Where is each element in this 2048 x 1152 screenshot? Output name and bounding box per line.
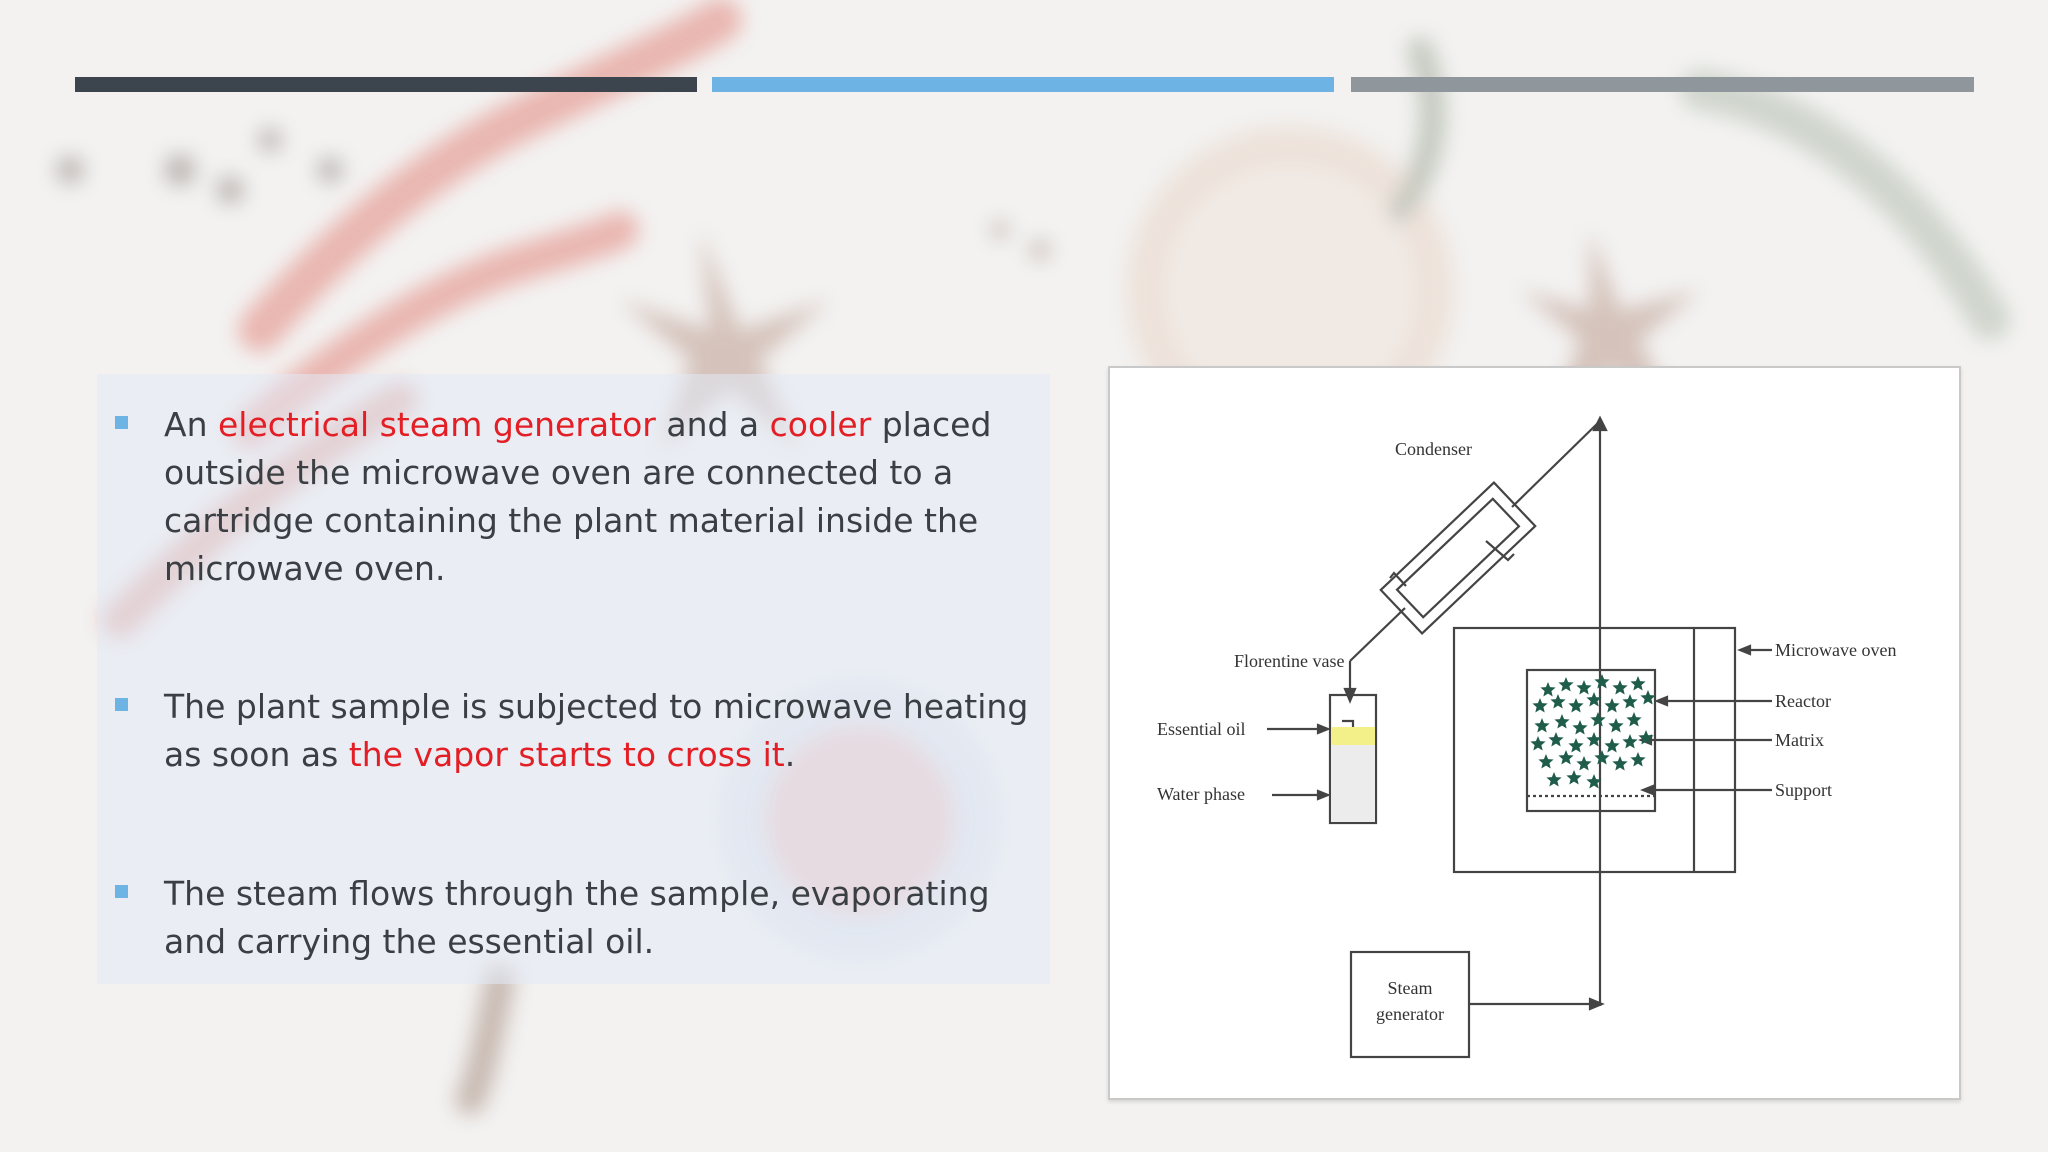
matrix-star-icon <box>1572 720 1588 735</box>
matrix-star-icon <box>1586 732 1602 747</box>
condenser-inlet <box>1389 571 1407 587</box>
label-condenser: Condenser <box>1395 439 1472 459</box>
matrix-star-icon <box>1622 734 1638 749</box>
highlighted-text: the vapor starts to cross it <box>348 735 785 774</box>
matrix-star-icon <box>1548 732 1564 747</box>
label-steam-generator-line1: Steam <box>1388 978 1433 998</box>
matrix-star-icon <box>1538 754 1554 769</box>
florentine-vase <box>1328 693 1378 825</box>
matrix-star-icon <box>1604 698 1620 713</box>
matrix-star-icon <box>1622 694 1638 709</box>
essential-oil-layer <box>1331 727 1375 745</box>
text-segment: . <box>784 735 796 774</box>
text-segment: and a <box>655 405 770 444</box>
label-matrix: Matrix <box>1775 730 1824 750</box>
matrix-star-icon <box>1594 750 1610 765</box>
matrix-star-icon <box>1546 772 1562 787</box>
matrix-star-icon <box>1612 680 1628 695</box>
text-segment: An <box>164 405 218 444</box>
bullet-square-icon <box>115 885 128 898</box>
text-segment: The plant sample is subjected to microwa… <box>164 687 1029 774</box>
matrix-star-icon <box>1566 770 1582 785</box>
water-phase-layer <box>1331 745 1375 822</box>
bullet-text-panel: An electrical steam generator and a cool… <box>97 374 1050 984</box>
condenser <box>1379 480 1537 636</box>
matrix-star-icon <box>1568 738 1584 753</box>
arrow-right-icon <box>1316 789 1331 801</box>
highlighted-text: cooler <box>769 405 872 444</box>
matrix-star-icon <box>1576 680 1592 695</box>
matrix-star-icon <box>1626 712 1642 727</box>
condensate-line <box>1349 607 1406 662</box>
matrix-star-icon <box>1612 756 1628 771</box>
label-essential-oil: Essential oil <box>1157 719 1246 739</box>
highlighted-text: electrical steam generator <box>217 405 656 444</box>
text-segment: placed outside the microwave oven are co… <box>164 405 992 588</box>
label-steam-generator-line2: generator <box>1376 1004 1444 1024</box>
matrix-star-icon <box>1630 752 1646 767</box>
matrix-star-icon <box>1550 694 1566 709</box>
arrow-left-icon <box>1640 784 1655 796</box>
top-accent-bar-gray <box>1351 77 1974 92</box>
matrix-star-icon <box>1638 730 1654 745</box>
matrix-star-icon <box>1630 676 1646 691</box>
microwave-oven <box>1452 626 1737 874</box>
bullet-square-icon <box>115 698 128 711</box>
matrix-star-icon <box>1594 674 1610 689</box>
apparatus-diagram-figure: Condenser Florentine vase Essential oil … <box>1108 366 1961 1100</box>
vapor-line <box>1511 420 1601 508</box>
label-reactor: Reactor <box>1775 691 1831 711</box>
bullet-square-icon <box>115 416 128 429</box>
bullet-text: An electrical steam generator and a cool… <box>164 401 1034 593</box>
matrix-star-icon <box>1532 698 1548 713</box>
apparatus-diagram: Condenser Florentine vase Essential oil … <box>1157 415 1896 1059</box>
matrix-star-icon <box>1558 750 1574 765</box>
matrix-star-icon <box>1540 682 1556 697</box>
matrix-star-icon <box>1640 690 1656 705</box>
top-accent-bar-blue <box>712 77 1334 92</box>
matrix-star-icon <box>1604 738 1620 753</box>
matrix-stars <box>1530 674 1656 789</box>
condenser-outlet <box>1485 540 1515 562</box>
matrix-star-icon <box>1558 677 1574 692</box>
matrix-star-icon <box>1586 692 1602 707</box>
matrix-star-icon <box>1568 698 1584 713</box>
label-florentine-vase: Florentine vase <box>1234 651 1344 671</box>
matrix-star-icon <box>1608 718 1624 733</box>
label-water-phase: Water phase <box>1157 784 1245 804</box>
matrix-star-icon <box>1586 774 1602 789</box>
arrow-right-icon <box>1316 723 1331 735</box>
matrix-star-icon <box>1534 718 1550 733</box>
matrix-star-icon <box>1554 714 1570 729</box>
text-segment: The steam flows through the sample, evap… <box>164 874 990 961</box>
arrow-left-icon <box>1654 695 1669 707</box>
label-support: Support <box>1775 780 1832 800</box>
bullet-text: The plant sample is subjected to microwa… <box>164 683 1034 779</box>
matrix-star-icon <box>1576 756 1592 771</box>
top-accent-bar-dark <box>75 77 697 92</box>
arrow-right-icon <box>1588 997 1605 1011</box>
arrow-left-icon <box>1737 644 1752 656</box>
bullet-text: The steam flows through the sample, evap… <box>164 870 1034 966</box>
matrix-star-icon <box>1590 712 1606 727</box>
label-microwave-oven: Microwave oven <box>1775 640 1896 660</box>
matrix-star-icon <box>1530 736 1546 751</box>
